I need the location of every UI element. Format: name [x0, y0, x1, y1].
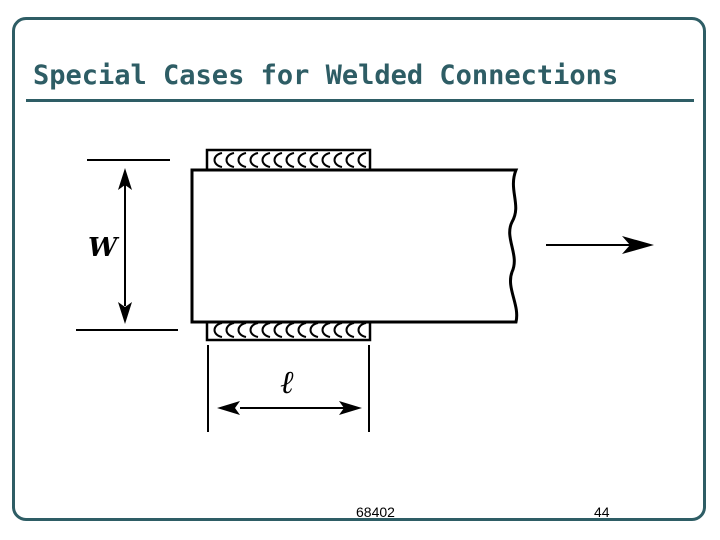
- weld-ridge: [309, 322, 319, 338]
- width-label: W: [88, 233, 120, 263]
- weld-ridge: [213, 152, 223, 168]
- weld-ridge: [237, 152, 247, 168]
- weld-ridge: [249, 152, 259, 168]
- length-dimension: [207, 345, 370, 432]
- weld-ridge: [285, 322, 295, 338]
- plate: [190, 168, 519, 324]
- weld-ridge: [261, 322, 271, 338]
- footer-id: 68402: [356, 504, 395, 520]
- weld-ridge: [357, 152, 367, 168]
- weld-ridge: [321, 152, 331, 168]
- slide-title: Special Cases for Welded Connections: [33, 60, 619, 91]
- weld-ridge: [249, 322, 259, 338]
- weld-ridge: [225, 152, 235, 168]
- width-dimension: [76, 159, 178, 331]
- page-number: 44: [594, 504, 610, 520]
- weld-ridge: [285, 152, 295, 168]
- weld-ridge: [321, 322, 331, 338]
- weld-ridge: [273, 152, 283, 168]
- weld-ridge: [273, 322, 283, 338]
- weld-ridge: [237, 322, 247, 338]
- weld-ridge: [345, 152, 355, 168]
- weld-ridge: [297, 322, 307, 338]
- weld-ridge: [333, 152, 343, 168]
- weld-ridge: [345, 322, 355, 338]
- weld-ridge: [297, 152, 307, 168]
- title-underline: [26, 99, 694, 102]
- weld-ridge: [261, 152, 271, 168]
- weld-ridge: [333, 322, 343, 338]
- length-label: ℓ: [280, 363, 294, 401]
- weld-ridge: [357, 322, 367, 338]
- weld-ridge: [309, 152, 319, 168]
- weld-ridge: [213, 322, 223, 338]
- weld-ridge: [225, 322, 235, 338]
- right-arrow-icon: [546, 236, 654, 254]
- top-weld-bead: [205, 148, 372, 172]
